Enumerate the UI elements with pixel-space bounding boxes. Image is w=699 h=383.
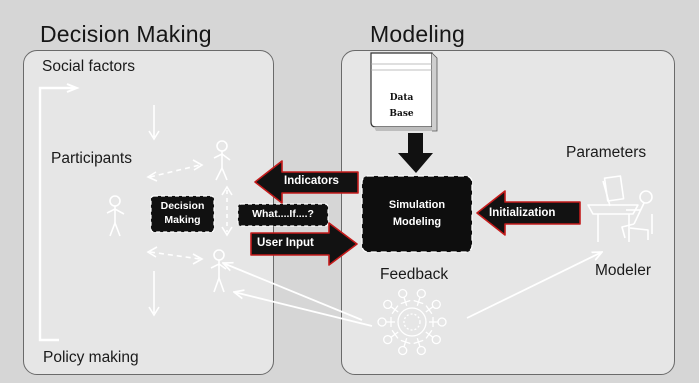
modeler-label: Modeler [595,262,651,279]
parameters-label: Parameters [566,144,647,161]
dashed-arrow-vertical [221,185,233,237]
indicators-arrow [254,160,359,204]
feedback-label: Feedback [380,266,449,283]
dashed-arrow-top [146,159,204,182]
indicators-label: Indicators [284,175,339,187]
participant-figure-left [106,195,125,237]
participant-figure-top [213,140,231,181]
decision-making-box [150,195,215,233]
initialization-arrow [476,190,581,236]
what-if-box [237,203,329,227]
user-input-label: User Input [257,237,314,249]
modeler-at-computer-icon [587,175,653,242]
simulation-modeling-label: Simulation Modeling [388,199,446,228]
modeling-title: Modeling [370,21,465,47]
participants-label: Participants [51,150,132,167]
social-factors-label: Social factors [42,58,136,75]
policy-bracket [38,83,80,342]
participant-figure-bottom [210,249,227,293]
decision-making-title: Decision Making [40,21,212,47]
database-icon [370,52,438,132]
feedback-arrows [223,252,602,327]
what-if-label: What....If....? [252,208,314,220]
database-down-arrow [398,133,433,173]
dashed-arrow-bottom [146,246,204,265]
simulation-modeling-box [361,175,473,253]
database-label: Data Base [389,93,414,119]
decision-making-box-label: Decision Making [160,200,205,226]
decision-making-panel [23,50,274,375]
feedback-people-circle [377,288,447,356]
down-arrow-policy [148,271,160,317]
user-input-arrow [250,222,358,266]
down-arrow-social [148,105,160,141]
initialization-label: Initialization [489,207,556,219]
policy-making-label: Policy making [43,349,139,366]
